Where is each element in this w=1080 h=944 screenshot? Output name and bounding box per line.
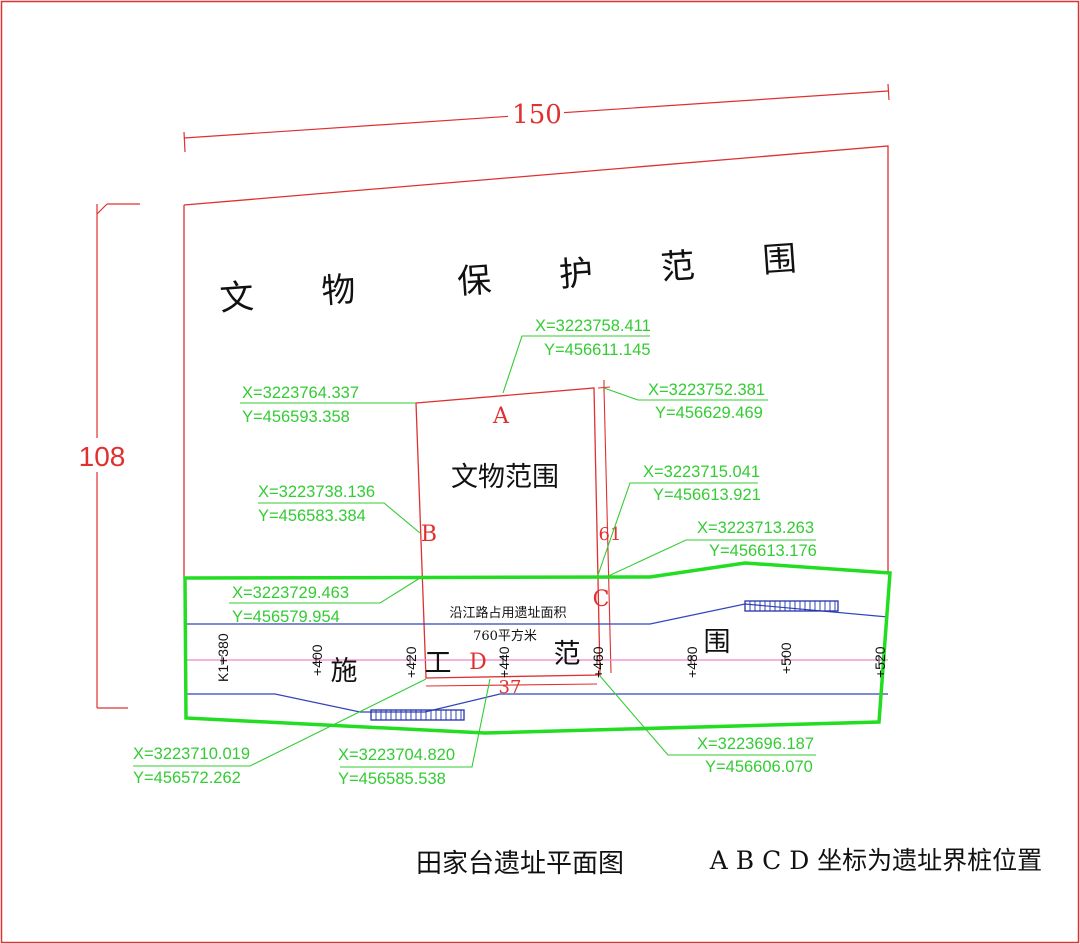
coord-x: X=3223713.263 bbox=[697, 519, 814, 537]
coord-x: X=3223764.337 bbox=[242, 384, 359, 402]
coord-x: X=3223704.820 bbox=[338, 746, 455, 764]
construction-zone-char: 围 bbox=[704, 627, 731, 658]
occupied-area-title: 沿江路占用遗址面积 bbox=[449, 605, 566, 621]
coord-x: X=3223715.041 bbox=[643, 463, 760, 481]
point-c-label: C bbox=[593, 587, 610, 612]
segment-37-label: 37 bbox=[499, 677, 522, 698]
drain-box-upper bbox=[744, 600, 839, 612]
occupied-area-value: 760平方米 bbox=[473, 628, 537, 644]
protection-zone-label: 文 物 保 护 范 围 bbox=[219, 239, 798, 319]
station-label: +420 bbox=[403, 646, 419, 678]
point-a-label: A bbox=[492, 404, 510, 429]
coord-x: X=3223758.411 bbox=[535, 317, 651, 335]
dimension-height-label: 108 bbox=[79, 441, 126, 472]
protection-zone-outline bbox=[183, 145, 889, 578]
relic-zone-outline bbox=[415, 387, 601, 679]
dimension-height: 108 bbox=[76, 203, 140, 709]
station-label: +520 bbox=[872, 646, 888, 678]
coord-x: X=3223752.381 bbox=[648, 381, 765, 399]
leader-lines bbox=[133, 335, 816, 768]
construction-zone-char: 工 bbox=[425, 648, 452, 679]
coord-x: X=3223696.187 bbox=[697, 735, 814, 753]
coord-y: Y=456606.070 bbox=[705, 758, 813, 776]
coord-y: Y=456629.469 bbox=[655, 404, 763, 422]
station-label: +400 bbox=[309, 644, 325, 676]
station-label: K1+380 bbox=[215, 633, 231, 682]
coord-y: Y=456585.538 bbox=[338, 770, 446, 788]
station-markers: K1+380 +400 +420 +440 +460 +480 +500 +52… bbox=[215, 633, 888, 682]
construction-zone-char: 施 bbox=[331, 656, 358, 687]
coord-y: Y=456593.358 bbox=[242, 408, 350, 426]
coord-y: Y=456613.921 bbox=[653, 486, 761, 504]
coord-x: X=3223738.136 bbox=[258, 483, 375, 501]
dimension-width-label: 150 bbox=[512, 100, 562, 130]
construction-zone-outline bbox=[183, 561, 892, 735]
point-d-label: D bbox=[469, 650, 487, 675]
coord-y: Y=456579.954 bbox=[232, 608, 340, 626]
coordinate-labels: X=3223758.411 Y=456611.145 X=3223764.337… bbox=[133, 317, 817, 788]
station-label: +500 bbox=[778, 642, 794, 674]
coord-y: Y=456611.145 bbox=[544, 341, 651, 359]
road-edge-bottom bbox=[186, 693, 888, 713]
segment-61-label: 61 bbox=[599, 524, 622, 545]
station-label: +440 bbox=[496, 646, 512, 678]
drawing-note: A B C D 坐标为遗址界桩位置 bbox=[709, 846, 1042, 875]
drawing-title: 田家台遗址平面图 bbox=[416, 849, 624, 879]
coord-x: X=3223710.019 bbox=[133, 745, 250, 763]
drain-box-lower bbox=[370, 709, 465, 721]
station-label: +480 bbox=[684, 646, 700, 678]
coord-x: X=3223729.463 bbox=[232, 584, 349, 602]
coord-y: Y=456583.384 bbox=[258, 507, 366, 525]
construction-zone-char: 范 bbox=[554, 639, 581, 670]
dimension-width: 150 bbox=[183, 83, 890, 153]
relic-zone-edge-offset bbox=[603, 387, 612, 674]
dimension-37: 37 bbox=[425, 677, 598, 698]
coord-y: Y=456613.176 bbox=[709, 542, 817, 560]
relic-zone-label: 文物范围 bbox=[451, 462, 559, 493]
coord-y: Y=456572.262 bbox=[133, 769, 241, 787]
point-b-label: B bbox=[421, 522, 437, 547]
station-label: +460 bbox=[590, 646, 606, 678]
